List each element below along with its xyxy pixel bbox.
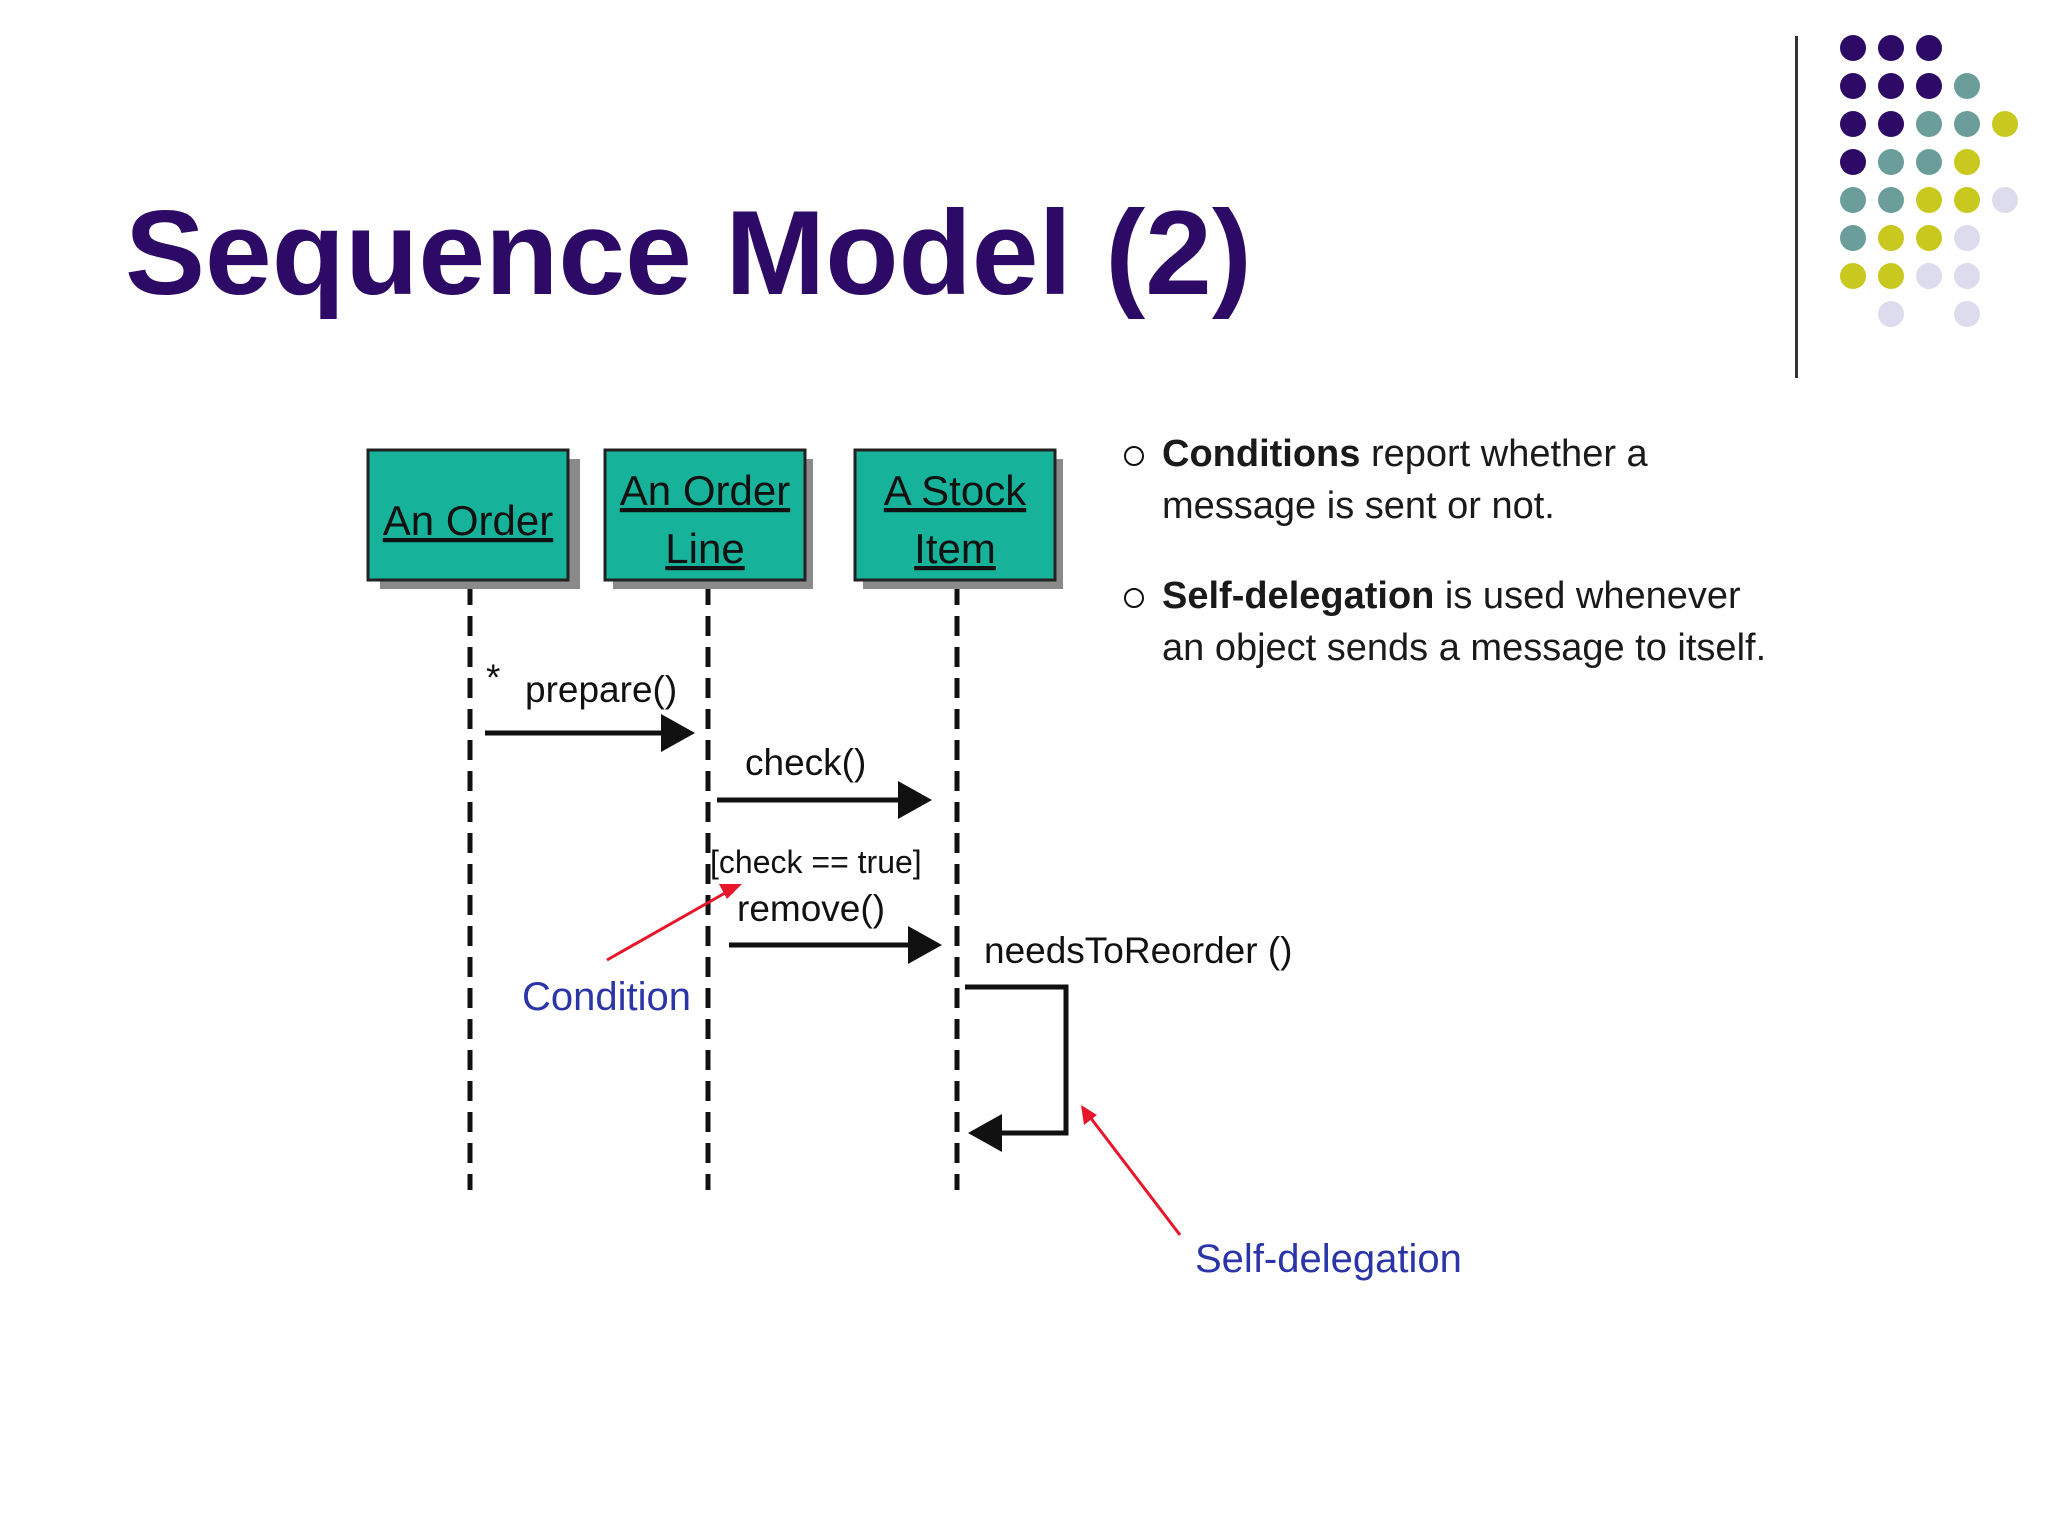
decorative-dot — [1916, 263, 1942, 289]
decorative-dot — [1878, 149, 1904, 175]
message-arrow-check — [717, 781, 932, 819]
decorative-dot — [1992, 111, 2018, 137]
condition-pointer-arrow — [606, 884, 742, 962]
decorative-dot — [1840, 73, 1866, 99]
iteration-marker: * — [486, 657, 500, 698]
notes-list: Conditions report whether a message is s… — [1118, 428, 1778, 712]
decorative-dot — [1916, 111, 1942, 137]
decorative-dot — [1878, 225, 1904, 251]
decorative-dot — [1954, 149, 1980, 175]
annotation-condition: Condition — [522, 975, 691, 1019]
message-label-prepare: prepare() — [525, 669, 677, 710]
decorative-dot — [1916, 225, 1942, 251]
self-delegation-pointer-arrow — [1081, 1105, 1182, 1236]
decorative-dot — [1916, 35, 1942, 61]
note-text: is used whenever an object sends a messa… — [1162, 575, 1767, 669]
title-divider — [1795, 36, 1798, 378]
decorative-dot — [1840, 225, 1866, 251]
decorative-dot — [1954, 301, 1980, 327]
note-text: report whether a message is sent or not. — [1162, 433, 1648, 527]
bullet-circle-icon — [1124, 588, 1144, 608]
note-term: Conditions — [1162, 433, 1361, 475]
decorative-dot — [1992, 187, 2018, 213]
object-label: A Stock — [884, 467, 1027, 514]
message-label-self-call: needsToReorder () — [984, 930, 1292, 971]
decorative-dot — [1840, 263, 1866, 289]
object-label: Line — [665, 525, 744, 572]
annotation-self-delegation: Self-delegation — [1195, 1237, 1462, 1281]
note-term: Self-delegation — [1162, 575, 1435, 617]
decorative-dot — [1878, 35, 1904, 61]
decorative-dot — [1878, 301, 1904, 327]
decorative-dot — [1878, 187, 1904, 213]
object-label: Item — [914, 525, 996, 572]
decorative-dot — [1954, 73, 1980, 99]
object-a-stock-item: A Stock Item — [853, 448, 1063, 589]
decorative-dot — [1840, 187, 1866, 213]
decorative-dot — [1840, 111, 1866, 137]
decorative-dot — [1916, 73, 1942, 99]
decorative-dot — [1954, 111, 1980, 137]
message-arrow-prepare — [485, 714, 695, 752]
slide-title: Sequence Model (2) — [125, 186, 1252, 320]
decorative-dot — [1916, 187, 1942, 213]
decorative-dot — [1840, 35, 1866, 61]
note-self-delegation: Self-delegation is used whenever an obje… — [1118, 570, 1778, 674]
decorative-dot — [1878, 263, 1904, 289]
self-delegation-arrow — [965, 984, 1069, 1152]
message-label-check: check() — [745, 742, 866, 783]
object-an-order: An Order — [366, 448, 580, 589]
decorative-dot — [1954, 263, 1980, 289]
object-an-order-line: An Order Line — [603, 448, 813, 589]
object-label: An Order — [620, 467, 790, 514]
bullet-circle-icon — [1124, 446, 1144, 466]
decorative-dot-grid — [1840, 35, 2018, 327]
message-label-remove: remove() — [737, 888, 885, 929]
decorative-dot — [1878, 111, 1904, 137]
object-label: An Order — [383, 497, 553, 544]
guard-condition: [check == true] — [710, 844, 922, 880]
decorative-dot — [1916, 149, 1942, 175]
decorative-dot — [1954, 187, 1980, 213]
note-conditions: Conditions report whether a message is s… — [1118, 428, 1778, 532]
decorative-dot — [1840, 149, 1866, 175]
decorative-dot — [1878, 73, 1904, 99]
decorative-dot — [1954, 225, 1980, 251]
message-arrow-remove — [729, 926, 942, 964]
